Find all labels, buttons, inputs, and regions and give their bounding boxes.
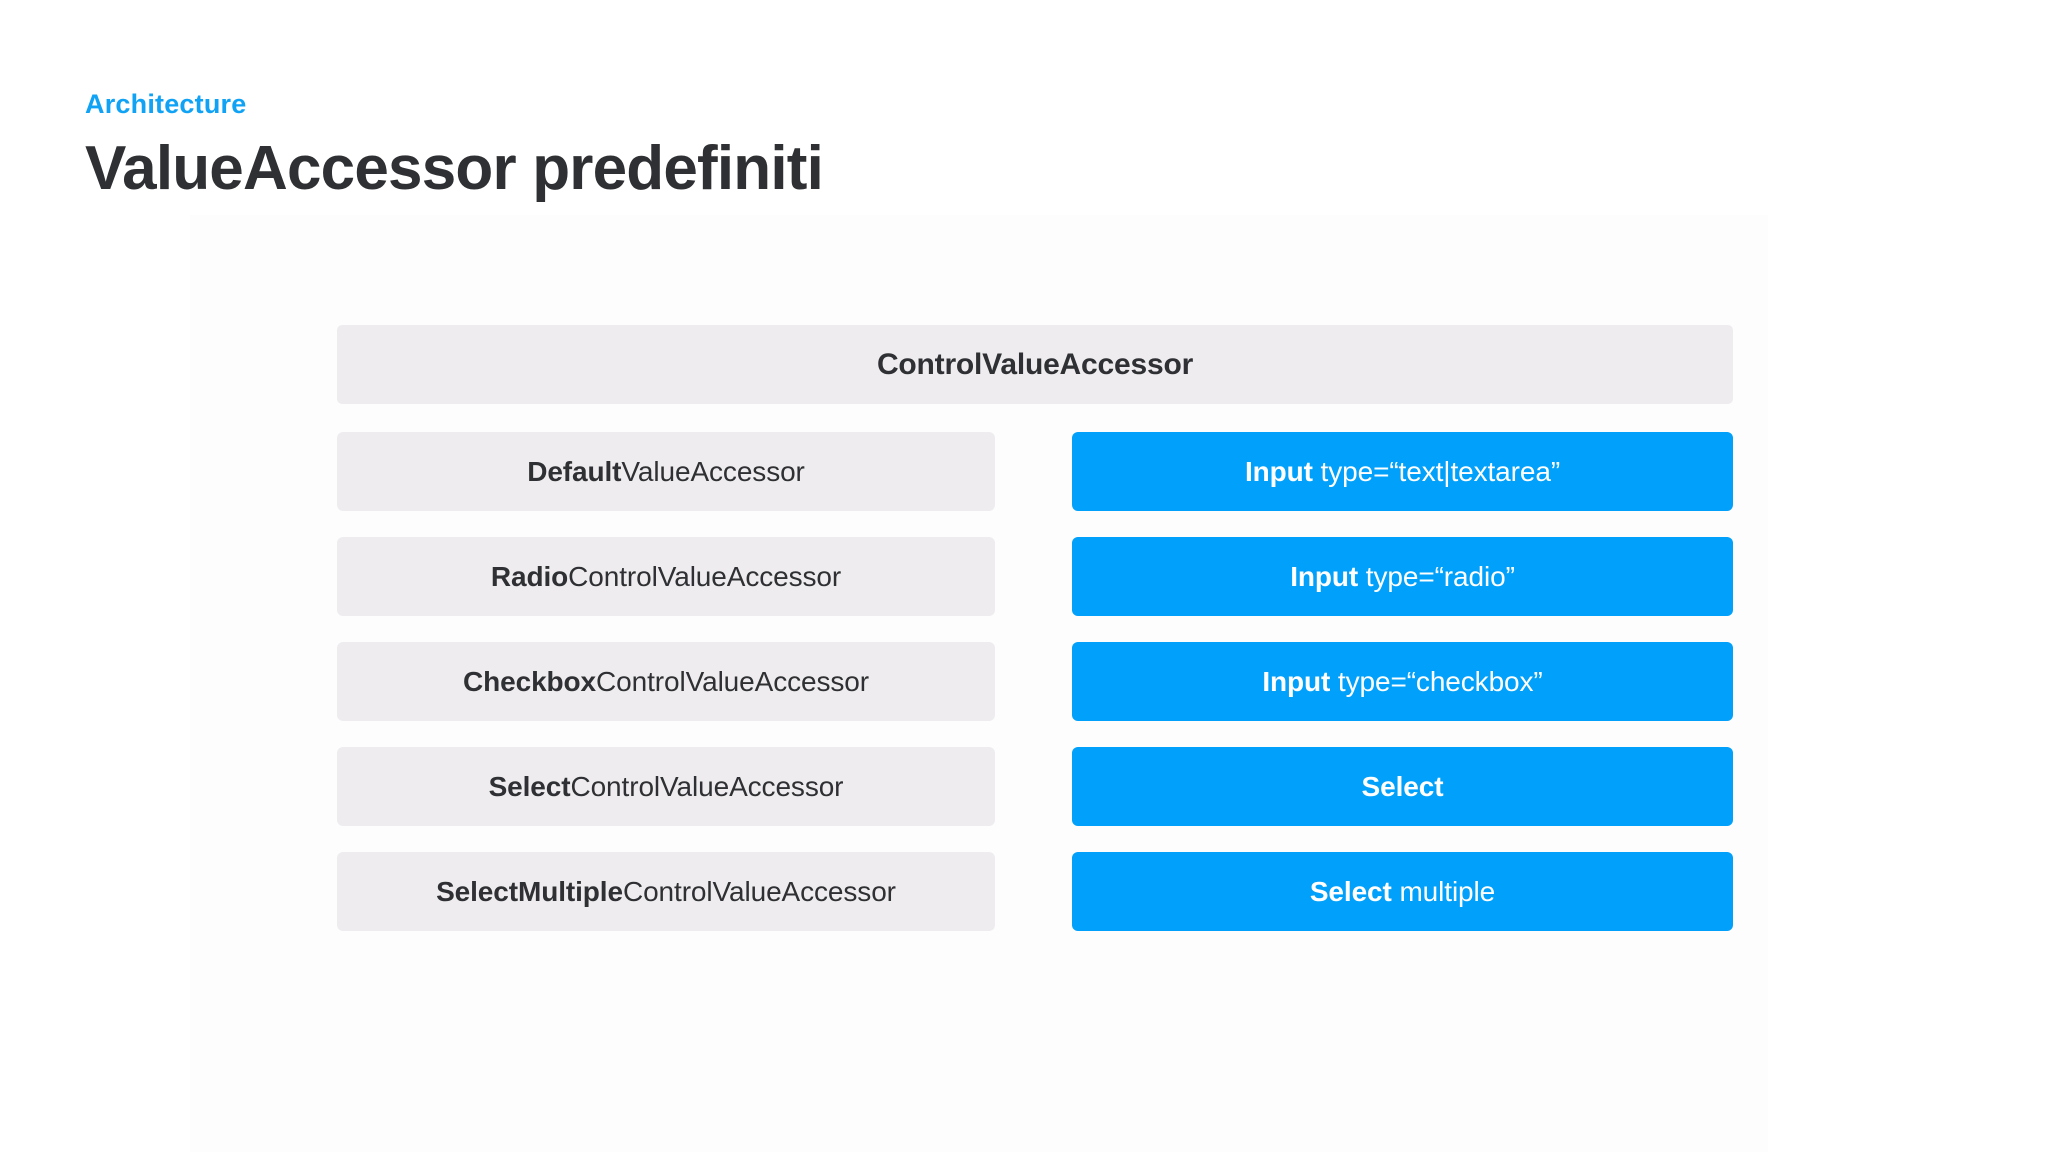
element-node-label: Input type=“text|textarea” [1244,455,1561,487]
element-name-prefix: Input [1290,560,1359,592]
accessor-name-suffix: ValueAccessor [621,455,805,487]
accessor-name-suffix: ControlValueAccessor [568,560,842,592]
accessor-name-suffix: ControlValueAccessor [596,665,869,697]
accessor-node: CheckboxControlValueAccessor [337,642,995,721]
section-eyebrow: Architecture [85,89,247,119]
accessor-name-prefix: Checkbox [463,665,597,697]
element-name-prefix: Input [1244,455,1313,487]
accessor-node: RadioControlValueAccessor [337,537,995,616]
accessor-name-prefix: SelectMultiple [436,875,623,907]
accessor-node-label: CheckboxControlValueAccessor [463,665,869,697]
slide-header: Architecture ValueAccessor predefiniti [85,88,824,208]
root-node-label: ControlValueAccessor [876,347,1194,381]
accessor-node-label: DefaultValueAccessor [527,455,805,487]
element-node: Input type=“checkbox” [1072,642,1733,721]
element-name-prefix: Select [1361,770,1444,802]
page-title: ValueAccessor predefiniti [85,134,824,204]
accessor-node-label: RadioControlValueAccessor [490,560,842,592]
element-name-suffix: type=“checkbox” [1330,665,1543,697]
accessor-node-label: SelectMultipleControlValueAccessor [436,875,896,907]
element-name-suffix: multiple [1391,875,1496,907]
element-node-label: Select [1361,770,1444,802]
diagram-row: DefaultValueAccessor Input type=“text|te… [337,432,1733,511]
accessor-node: DefaultValueAccessor [337,432,995,511]
accessor-name-prefix: Select [488,770,571,802]
element-name-prefix: Input [1262,665,1331,697]
accessor-name-prefix: Default [527,455,622,487]
accessor-name-suffix: ControlValueAccessor [570,770,844,802]
element-node: Select multiple [1072,852,1733,931]
accessor-node: SelectMultipleControlValueAccessor [337,852,995,931]
diagram-row: SelectControlValueAccessor Select [337,747,1733,826]
value-accessor-diagram: ControlValueAccessor DefaultValueAccesso… [337,325,1733,931]
element-node: Input type=“text|textarea” [1072,432,1733,511]
element-name-suffix: type=“radio” [1358,560,1515,592]
element-node-label: Input type=“radio” [1290,560,1515,592]
element-node: Select [1072,747,1733,826]
diagram-row: RadioControlValueAccessor Input type=“ra… [337,537,1733,616]
element-node: Input type=“radio” [1072,537,1733,616]
element-node-label: Input type=“checkbox” [1262,665,1543,697]
root-node-control-value-accessor: ControlValueAccessor [337,325,1733,404]
element-node-label: Select multiple [1309,875,1496,907]
diagram-rows: DefaultValueAccessor Input type=“text|te… [337,432,1733,931]
element-name-prefix: Select [1309,875,1392,907]
element-name-suffix: type=“text|textarea” [1312,455,1561,487]
accessor-name-prefix: Radio [490,560,569,592]
accessor-node: SelectControlValueAccessor [337,747,995,826]
accessor-node-label: SelectControlValueAccessor [488,770,844,802]
diagram-row: CheckboxControlValueAccessor Input type=… [337,642,1733,721]
accessor-name-suffix: ControlValueAccessor [622,875,896,907]
diagram-row: SelectMultipleControlValueAccessor Selec… [337,852,1733,931]
